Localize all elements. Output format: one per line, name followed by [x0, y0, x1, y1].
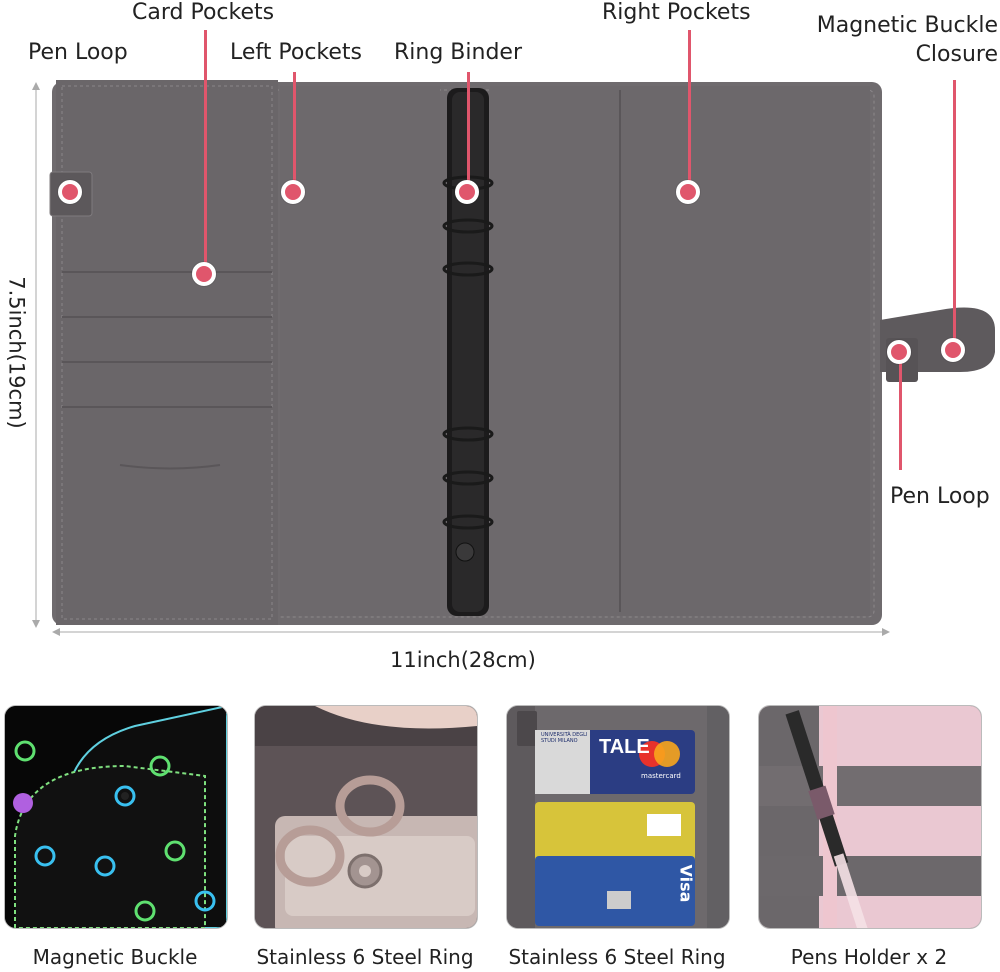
callout-dot-left-pockets	[281, 180, 305, 204]
card-text-universita: UNIVERSITÀ DEGLI STUDI MILANO	[541, 732, 588, 744]
callout-dot-ring-binder	[455, 180, 479, 204]
label-pen-loop-right: Pen Loop	[890, 484, 990, 509]
card-text-mastercard: mastercard	[641, 772, 681, 780]
callout-dot-pen-loop-left	[58, 180, 82, 204]
callout-line-left-pockets	[293, 72, 296, 192]
callout-line-ring-binder	[467, 72, 470, 192]
label-ring-binder: Ring Binder	[394, 40, 522, 65]
thumb-steel-ring-1	[254, 705, 478, 929]
callout-line-card-pockets	[204, 30, 207, 270]
card-text-visa: Visa	[676, 864, 696, 903]
callout-line-right-pockets	[688, 30, 691, 190]
caption-magnetic-buckle: Magnetic Buckle	[32, 945, 198, 969]
callout-dot-card-pockets	[192, 262, 216, 286]
card-pocket-image	[507, 706, 729, 928]
callout-dot-right-pockets	[676, 180, 700, 204]
caption-pens-holder: Pens Holder x 2	[790, 945, 948, 969]
thumb-pens-holder	[758, 705, 982, 929]
card-text-tale: TALE	[599, 736, 650, 758]
caption-steel-ring-1: Stainless 6 Steel Ring	[256, 945, 474, 969]
label-pen-loop-left: Pen Loop	[28, 40, 128, 65]
label-card-pockets: Card Pockets	[132, 0, 275, 25]
callout-dot-pen-loop-right	[887, 340, 911, 364]
label-right-pockets: Right Pockets	[602, 0, 751, 25]
binder-illustration	[32, 80, 995, 636]
thumb-steel-ring-2: TALE mastercard Visa UNIVERSITÀ DEGLI ST…	[506, 705, 730, 929]
steel-ring-image	[255, 706, 477, 928]
label-magnetic-closure: Magnetic Buckle Closure	[816, 13, 998, 67]
callout-line-magnetic	[953, 80, 956, 348]
pens-holder-image	[759, 706, 981, 928]
label-left-pockets: Left Pockets	[230, 40, 362, 65]
dimension-height: 7.5inch(19cm)	[4, 276, 29, 429]
thumb-magnetic-buckle	[4, 705, 228, 929]
callout-line-pen-loop-right	[899, 352, 902, 470]
callout-dot-magnetic	[941, 338, 965, 362]
caption-steel-ring-2: Stainless 6 Steel Ring	[508, 945, 726, 969]
magnetic-buckle-image	[5, 706, 227, 928]
dimension-width: 11inch(28cm)	[390, 648, 536, 672]
